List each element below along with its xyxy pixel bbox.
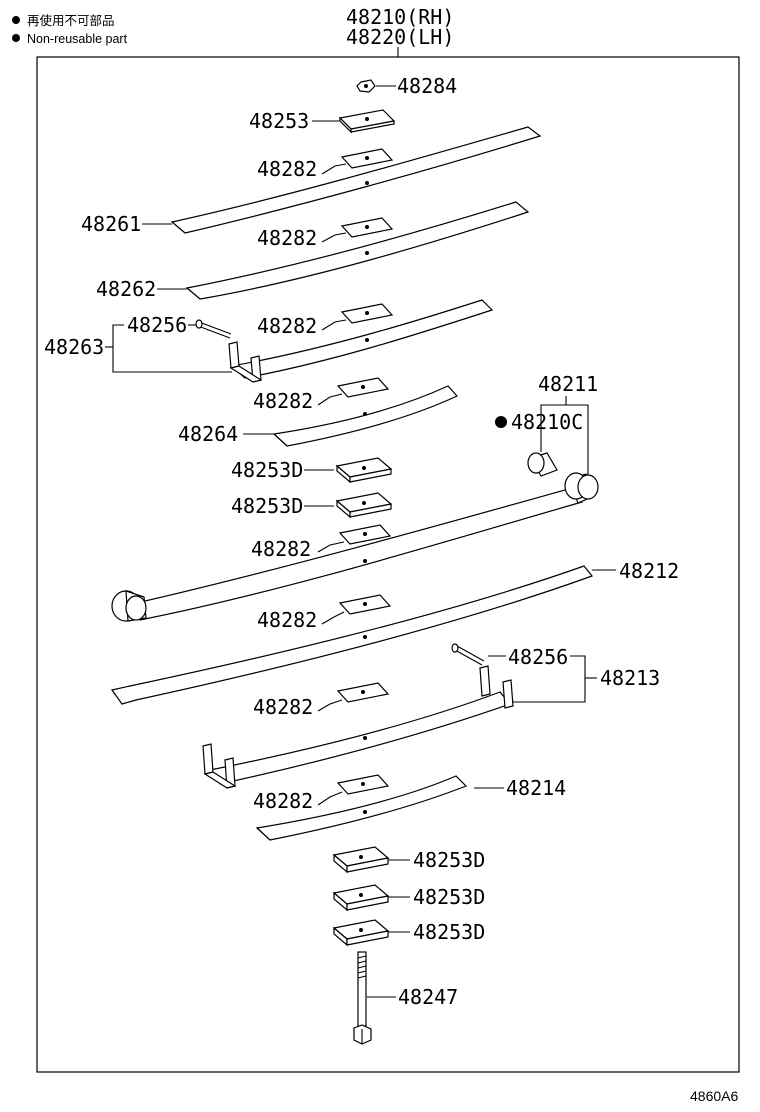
pad-48253 <box>338 109 396 134</box>
diagram-frame <box>36 56 740 1073</box>
nut-48284 <box>356 79 376 93</box>
label-48264: 48264 <box>178 422 238 446</box>
label-48253d-e: 48253D <box>413 920 485 944</box>
non-reusable-bullet-icon <box>495 416 507 428</box>
pad-48282-b <box>340 217 394 238</box>
label-48282-e: 48282 <box>251 537 311 561</box>
label-48284: 48284 <box>397 74 457 98</box>
bolt-48256-a <box>195 319 232 339</box>
label-48253: 48253 <box>249 109 309 133</box>
label-48210c: 48210C <box>511 410 583 434</box>
assembly-lh-label: 48220(LH) <box>346 25 454 49</box>
legend-jp: 再使用不可部品 <box>27 13 115 28</box>
label-48261: 48261 <box>81 212 141 236</box>
leaf-48213 <box>202 665 514 789</box>
label-48247: 48247 <box>398 985 458 1009</box>
label-48211: 48211 <box>538 372 598 396</box>
leaf-48214 <box>255 775 468 841</box>
label-48212: 48212 <box>619 559 679 583</box>
non-reusable-bullet-icon <box>12 16 20 24</box>
main-leaf-48211 <box>111 472 599 622</box>
non-reusable-bullet-icon <box>12 34 20 42</box>
pad-48282-e <box>338 524 392 545</box>
leaf-48262 <box>185 201 530 300</box>
label-48262: 48262 <box>96 277 156 301</box>
leaf-48212 <box>110 565 593 705</box>
label-48282-a: 48282 <box>257 157 317 181</box>
pad-48282-h <box>336 774 390 795</box>
label-48263: 48263 <box>44 335 104 359</box>
label-48256-b: 48256 <box>508 645 568 669</box>
figure-code: 4860A6 <box>690 1088 738 1104</box>
pad-48253d-b <box>335 492 393 519</box>
label-48253d-c: 48253D <box>413 848 485 872</box>
label-48253d-b: 48253D <box>231 494 303 518</box>
label-48282-g: 48282 <box>253 695 313 719</box>
bolt-48256-b <box>451 643 485 666</box>
pad-48253d-e <box>332 919 390 947</box>
leaf-48263 <box>228 299 494 383</box>
center-bolt-48247 <box>353 951 372 1045</box>
leaf-48264 <box>272 385 458 447</box>
label-48282-c: 48282 <box>257 314 317 338</box>
pad-48253d-c <box>332 846 390 874</box>
bushing-48210c <box>527 452 558 477</box>
legend-en: Non-reusable part <box>27 32 128 46</box>
label-48253d-a: 48253D <box>231 458 303 482</box>
label-48256-a: 48256 <box>127 313 187 337</box>
pad-48282-g <box>336 682 390 703</box>
label-48282-b: 48282 <box>257 226 317 250</box>
label-48282-f: 48282 <box>257 608 317 632</box>
assembly-rh-label: 48210(RH) <box>346 5 454 29</box>
pad-48253d-d <box>332 884 390 912</box>
label-48214: 48214 <box>506 776 566 800</box>
label-48282-d: 48282 <box>253 389 313 413</box>
pad-48282-f <box>338 594 392 615</box>
pad-48253d-a <box>335 457 393 484</box>
pad-48282-a <box>340 148 394 169</box>
pad-48282-d <box>336 377 390 398</box>
label-48253d-d: 48253D <box>413 885 485 909</box>
label-48282-h: 48282 <box>253 789 313 813</box>
pad-48282-c <box>340 303 394 324</box>
leaf-48261 <box>170 126 542 234</box>
label-48213: 48213 <box>600 666 660 690</box>
